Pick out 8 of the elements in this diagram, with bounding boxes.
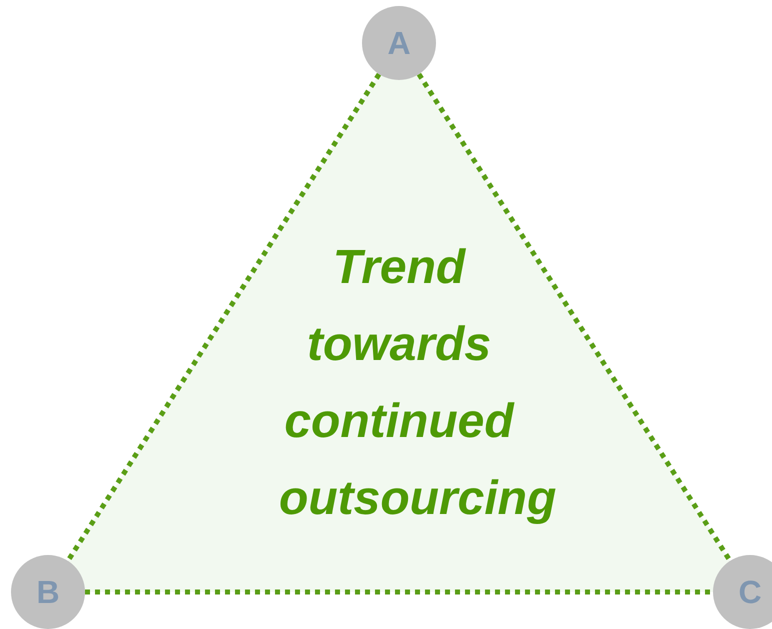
vertex-label: A bbox=[387, 24, 411, 62]
center-text: Trend towards continued outsourcing bbox=[278, 240, 558, 527]
dotted-line bbox=[66, 72, 382, 562]
dotted-line bbox=[85, 590, 713, 594]
vertex-label: C bbox=[738, 574, 762, 610]
dotted-line bbox=[416, 72, 732, 562]
vertex-label: B bbox=[36, 574, 60, 610]
vertex-circle bbox=[713, 555, 772, 629]
